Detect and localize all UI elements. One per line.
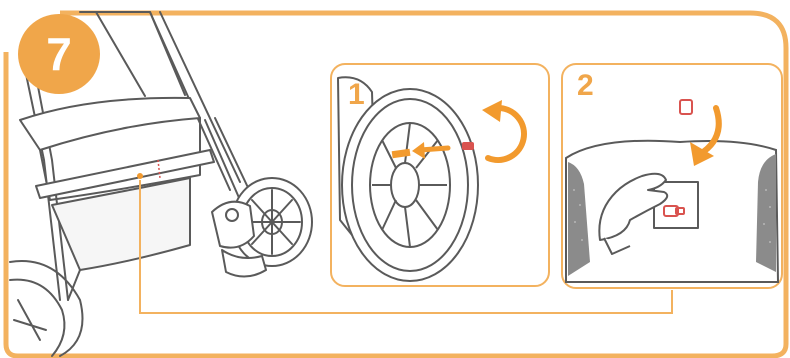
step-number: 7 <box>18 26 100 82</box>
panel-1-number: 1 <box>348 79 365 111</box>
valve-location-marker <box>137 173 143 179</box>
valve-cap <box>462 142 474 150</box>
panel-2-number: 2 <box>577 70 594 102</box>
step-number-badge: 7 <box>18 14 100 94</box>
